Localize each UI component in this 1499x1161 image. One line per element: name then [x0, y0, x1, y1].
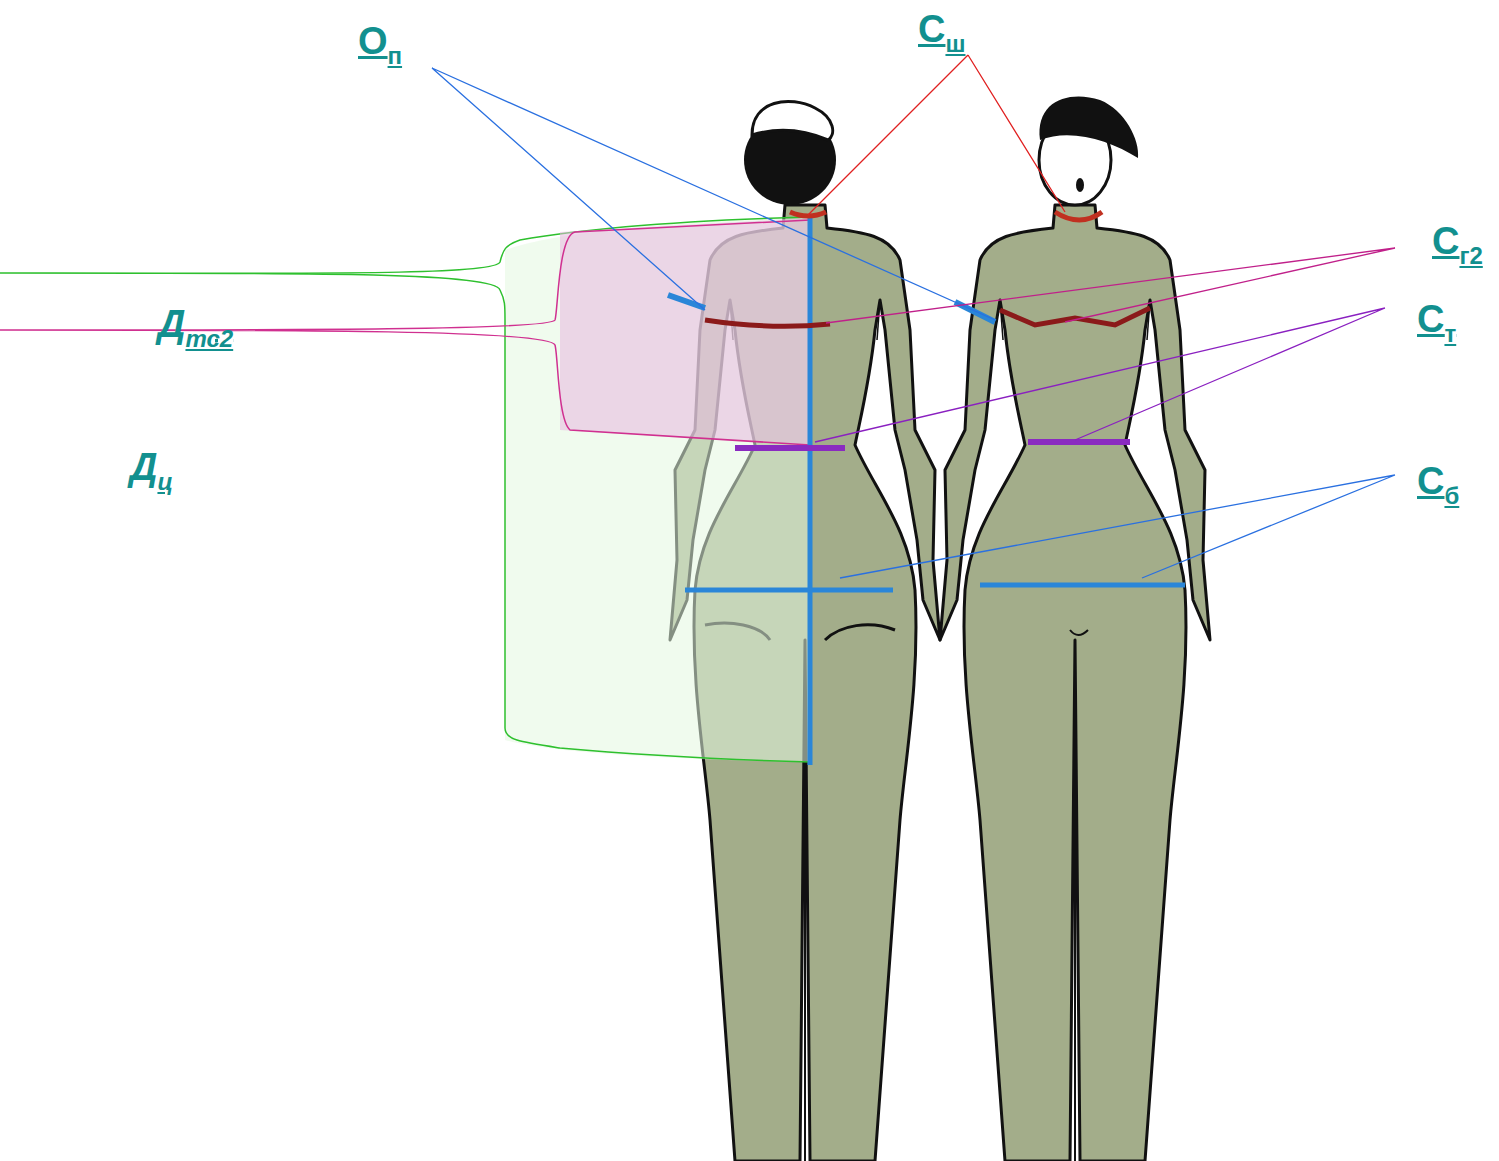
measurement-label: Оп: [358, 22, 402, 68]
measurement-label: Дтс2: [158, 305, 233, 351]
measurement-label: Сг2: [1432, 222, 1483, 268]
measurement-label: Сш: [918, 10, 965, 56]
measurement-label: Дц: [130, 448, 173, 494]
measurement-label: Ст: [1417, 300, 1456, 346]
measurement-label: Сб: [1417, 462, 1459, 508]
